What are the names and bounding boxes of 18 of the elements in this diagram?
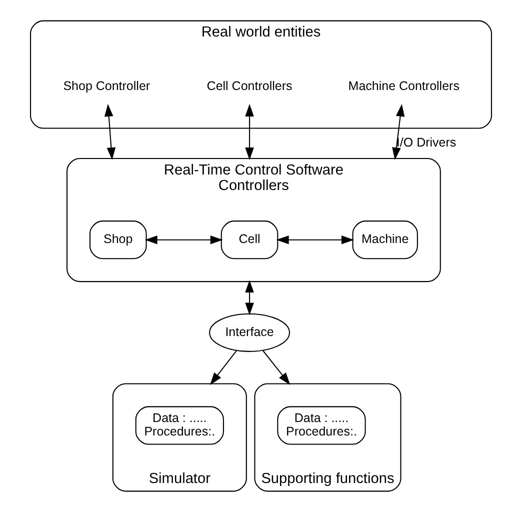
arrow	[392, 104, 404, 160]
arrow	[104, 104, 116, 160]
node-box: Machine	[352, 220, 418, 260]
node-ellipse: Interface	[208, 313, 290, 352]
node-text: Machine Controllers	[348, 78, 459, 93]
edge-label: I/O Drivers	[396, 136, 456, 150]
arrow	[144, 235, 222, 244]
arrow	[244, 104, 254, 160]
node-text: Shop Controller	[62, 78, 150, 93]
arrow	[244, 280, 254, 316]
node-box: Data : ..... Procedures:.	[276, 406, 366, 445]
arrow	[276, 235, 354, 244]
arrow	[262, 350, 290, 385]
node-box: Data : ..... Procedures:.	[134, 406, 224, 445]
node-text: Cell Controllers	[206, 78, 292, 93]
arrow	[210, 350, 236, 386]
node-box: Cell	[220, 220, 278, 260]
node-box: Shop	[88, 220, 146, 260]
